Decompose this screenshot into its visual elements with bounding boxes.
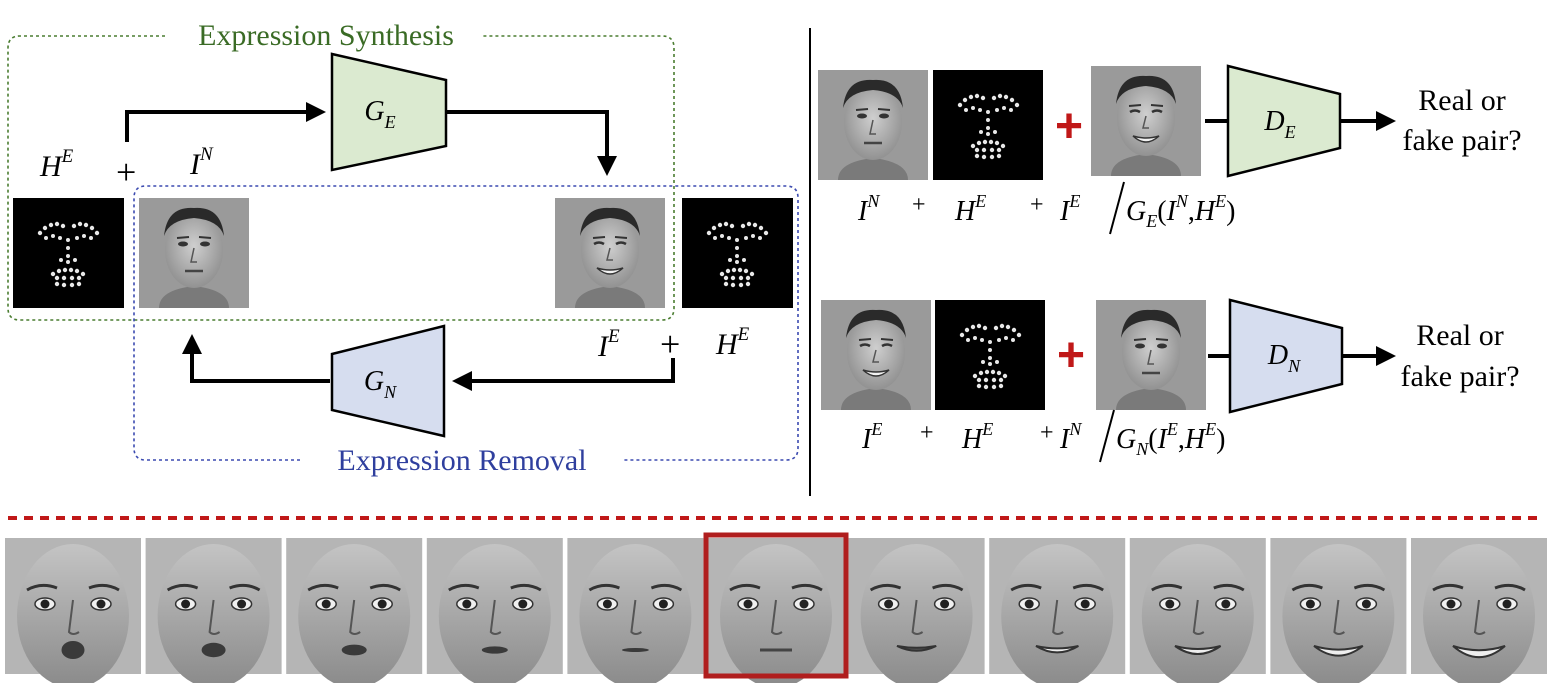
question-bottom-1: Real or — [1416, 319, 1503, 352]
plus-left: + — [116, 152, 136, 192]
svg-text:+: + — [920, 420, 934, 446]
svg-text:+: + — [1030, 192, 1044, 218]
arrow-to-gn — [452, 358, 675, 391]
heatmap-right — [682, 198, 793, 308]
svg-text:IE: IE — [1059, 191, 1080, 227]
highlight-frame — [703, 532, 849, 679]
sequence-frame — [1268, 536, 1408, 683]
face-smile-top — [1089, 64, 1203, 178]
svg-text:HE: HE — [954, 191, 986, 227]
arrow-to-ge — [125, 102, 326, 142]
label-ie-left: IE — [597, 326, 620, 363]
label-in-left: IN — [189, 144, 214, 181]
discriminator-dn: DN — [1228, 298, 1344, 414]
face-smile — [553, 196, 667, 310]
svg-text:+: + — [1040, 420, 1054, 446]
label-he-right: HE — [715, 324, 750, 361]
sequence-frame — [144, 536, 284, 683]
svg-text:GN(IE,HE): GN(IE,HE) — [1116, 419, 1225, 459]
expression-sequence — [3, 532, 1549, 683]
svg-text:GE: GE — [364, 96, 395, 132]
disc-row-top: + DE Real or fake pair? — [816, 64, 1522, 182]
face-neutral-bottom — [1094, 298, 1208, 412]
sequence-frame — [3, 536, 143, 683]
synthesis-box: Expression Synthesis — [7, 19, 675, 321]
question-bottom-2: fake pair? — [1400, 360, 1519, 393]
heatmap-bottom — [935, 300, 1045, 410]
generator-ge: GE — [330, 52, 448, 172]
svg-text:DE: DE — [1263, 106, 1295, 142]
gn-sub: N — [383, 382, 397, 402]
svg-text:HE: HE — [961, 419, 993, 455]
formula-top: IN + HE + IE GE(IN,HE) — [857, 181, 1235, 235]
sequence-frame — [847, 536, 987, 683]
flow-arrows — [125, 102, 675, 391]
sequence-frame — [1128, 536, 1268, 683]
svg-text:GN: GN — [364, 366, 397, 402]
sequence-frame — [1409, 536, 1549, 683]
svg-text:GE(IN,HE): GE(IN,HE) — [1126, 191, 1235, 231]
label-he-left: HE — [39, 146, 74, 183]
generator-gn: GN — [330, 324, 446, 438]
svg-text:IN: IN — [857, 191, 880, 227]
arrow-ge-to-output — [446, 110, 617, 176]
arrow-gn-to-output — [182, 334, 330, 383]
ge-sub: E — [384, 112, 396, 132]
disc-row-bottom: + DN Real or fake pair? — [819, 298, 1520, 414]
gn-label: G — [364, 366, 384, 397]
red-plus-top: + — [1055, 100, 1083, 153]
removal-box: Expression Removal — [133, 185, 799, 477]
sequence-frame — [565, 536, 705, 683]
sequence-frame — [284, 536, 424, 683]
ge-label: G — [364, 96, 384, 127]
face-neutral — [137, 196, 251, 310]
red-plus-bottom: + — [1057, 329, 1085, 382]
svg-text:IE: IE — [861, 419, 882, 455]
sequence-frame — [425, 536, 565, 683]
question-top-1: Real or — [1418, 84, 1505, 117]
question-top-2: fake pair? — [1402, 124, 1521, 157]
sequence-frame — [703, 532, 849, 683]
heatmap-top — [933, 70, 1043, 180]
svg-text:+: + — [912, 192, 926, 218]
synthesis-title: Expression Synthesis — [198, 19, 454, 52]
svg-text:DN: DN — [1267, 340, 1301, 376]
face-neutral-top — [816, 68, 930, 182]
formula-bottom: IE + HE + IN GN(IE,HE) — [861, 409, 1225, 463]
removal-title: Expression Removal — [337, 444, 586, 477]
plus-right: + — [660, 324, 680, 364]
face-smile-bottom — [819, 298, 933, 412]
sequence-frame — [987, 536, 1127, 683]
heatmap-left — [13, 198, 124, 308]
svg-text:IN: IN — [1059, 419, 1082, 455]
discriminator-de: DE — [1226, 64, 1342, 178]
